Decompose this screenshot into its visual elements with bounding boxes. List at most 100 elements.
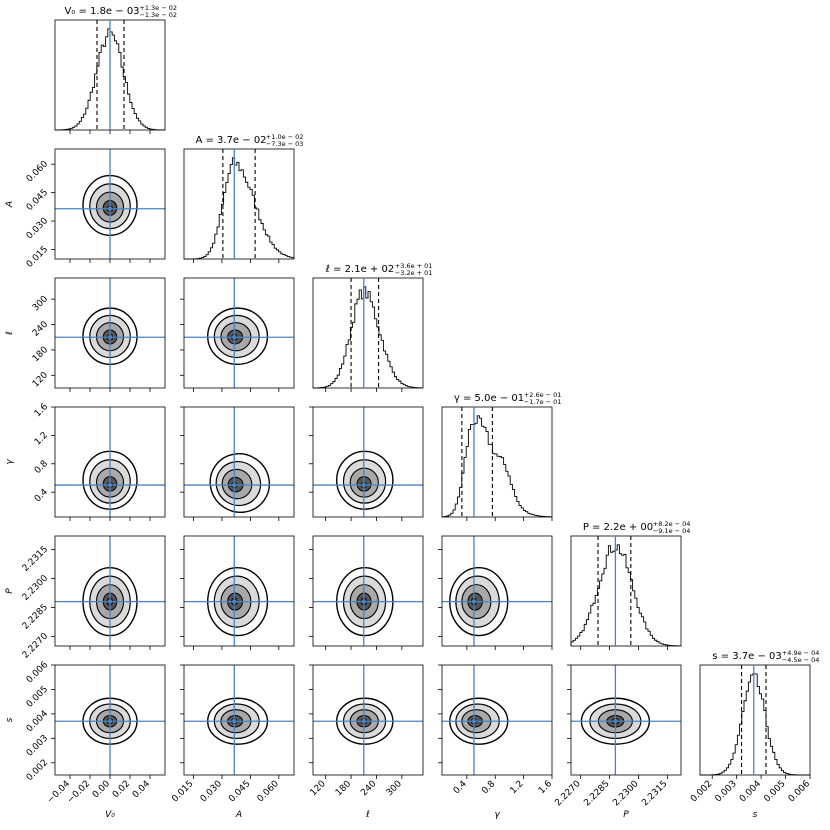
histogram-title: s = 3.7e − 03 <box>712 651 781 662</box>
y-tick-label: 0.4 <box>33 487 50 504</box>
histogram-title: P = 2.2e + 00 <box>583 522 653 533</box>
histogram-frame <box>183 148 295 260</box>
contour-panel-3-0 <box>54 406 166 518</box>
truth-point <box>107 206 113 211</box>
x-tick-label: 0.002 <box>689 779 714 804</box>
truth-point <box>107 482 113 488</box>
y-tick-label: 240 <box>31 319 50 338</box>
y-axis-label: P <box>5 588 15 594</box>
x-tick-label: 240 <box>359 779 378 798</box>
x-tick-label: 2.2270 <box>553 779 583 809</box>
histogram-title: ℓ = 2.1e + 02 <box>326 264 394 275</box>
contour-frame <box>312 664 424 776</box>
x-tick-label: 120 <box>309 779 328 798</box>
contour-panel-5-1 <box>183 664 295 776</box>
y-tick-label: 1.2 <box>33 430 50 447</box>
contour-frame <box>183 406 295 518</box>
x-tick-label: 0.030 <box>199 779 224 804</box>
x-tick-label: 0.006 <box>787 779 812 804</box>
histogram-steps <box>699 673 811 776</box>
histogram-frame <box>570 535 682 647</box>
y-tick-label: 0.8 <box>33 459 50 476</box>
y-tick-label: 0.003 <box>25 733 50 758</box>
error-minus-label: −9.1e − 04 <box>653 527 691 535</box>
x-tick-label: 1.2 <box>509 779 526 796</box>
truth-point <box>232 335 237 340</box>
contour-frame <box>312 535 424 647</box>
histogram-frame <box>441 406 553 518</box>
x-tick-label: 0.005 <box>762 779 787 804</box>
x-tick-label: 0.045 <box>227 779 252 804</box>
error-minus-label: −4.5e − 04 <box>782 656 820 664</box>
histogram-panel-3: γ = 5.0e − 01+2.6e − 01−1.7e − 01 <box>441 391 562 518</box>
y-tick-label: 0.060 <box>25 159 50 184</box>
error-minus-label: −3.2e + 01 <box>395 269 433 277</box>
histogram-steps <box>570 544 682 647</box>
contour-panel-5-4 <box>570 664 682 776</box>
y-tick-label: 2.2285 <box>21 602 50 631</box>
y-tick-label: 2.2300 <box>21 573 51 603</box>
truth-point <box>361 482 366 488</box>
histogram-steps <box>312 286 424 389</box>
x-tick-label: 0.00 <box>91 779 112 800</box>
x-tick-label: 0.4 <box>452 779 469 796</box>
contour-frame <box>441 535 553 647</box>
x-axis-label: V₀ <box>105 810 115 820</box>
y-tick-label: 0.015 <box>25 245 50 270</box>
x-tick-label: 0.003 <box>713 779 738 804</box>
histogram-panel-5: s = 3.7e − 03+4.9e − 04−4.5e − 04 <box>699 649 820 776</box>
contour-panel-5-3 <box>441 664 553 776</box>
contour-frame <box>183 664 295 776</box>
truth-point <box>232 482 237 488</box>
error-plus-label: +8.2e − 04 <box>653 520 691 528</box>
x-axis-label: ℓ <box>365 810 370 820</box>
error-plus-label: +2.6e − 01 <box>524 391 562 399</box>
contour-panel-4-1 <box>183 535 295 647</box>
contour-frame <box>183 277 295 389</box>
histogram-title: A = 3.7e − 02 <box>195 135 266 146</box>
x-tick-label: 0.04 <box>131 779 152 800</box>
histogram-title: γ = 5.0e − 01 <box>454 393 524 404</box>
truth-point <box>361 599 366 604</box>
x-tick-label: 0.8 <box>480 779 497 796</box>
x-tick-label: 0.004 <box>738 779 763 804</box>
error-plus-label: +3.6e + 01 <box>395 262 433 270</box>
contour-panel-4-2 <box>312 535 424 647</box>
x-tick-label: 0.02 <box>111 779 132 800</box>
contour-panel-2-1 <box>183 277 295 389</box>
truth-point <box>613 719 618 724</box>
error-plus-label: +1.0e − 02 <box>266 133 304 141</box>
x-axis-label: γ <box>494 810 500 820</box>
truth-point <box>232 599 237 604</box>
y-axis-label: ℓ <box>5 331 15 336</box>
y-tick-label: 2.2315 <box>21 545 50 574</box>
truth-point <box>471 719 477 724</box>
histogram-steps <box>183 157 295 260</box>
y-tick-label: 0.002 <box>25 758 50 783</box>
x-tick-label: 1.6 <box>537 779 554 796</box>
y-tick-label: 2.2270 <box>21 631 51 661</box>
histogram-panel-4: P = 2.2e + 00+8.2e − 04−9.1e − 04 <box>570 520 691 647</box>
truth-point <box>107 335 113 340</box>
x-tick-label: 180 <box>334 779 353 798</box>
y-tick-label: 1.6 <box>33 402 50 419</box>
contour-panel-4-3 <box>441 535 553 647</box>
x-tick-label: 0.060 <box>256 779 281 804</box>
histogram-steps <box>441 415 553 518</box>
error-minus-label: −1.3e − 02 <box>139 11 177 19</box>
x-axis-label: s <box>753 810 758 820</box>
truth-point <box>107 599 113 604</box>
truth-point <box>232 719 237 724</box>
contour-panel-5-2 <box>312 664 424 776</box>
contour-panel-4-0 <box>54 535 166 647</box>
x-tick-label: 2.2315 <box>640 779 669 808</box>
x-tick-label: 2.2285 <box>582 779 611 808</box>
y-axis-label: A <box>5 201 15 208</box>
y-tick-label: 0.045 <box>25 188 50 213</box>
x-tick-label: 0.015 <box>170 779 195 804</box>
histogram-panel-2: ℓ = 2.1e + 02+3.6e + 01−3.2e + 01 <box>312 262 433 389</box>
contour-frame <box>312 406 424 518</box>
error-plus-label: +1.3e − 02 <box>139 4 177 12</box>
y-tick-label: 300 <box>31 294 50 313</box>
